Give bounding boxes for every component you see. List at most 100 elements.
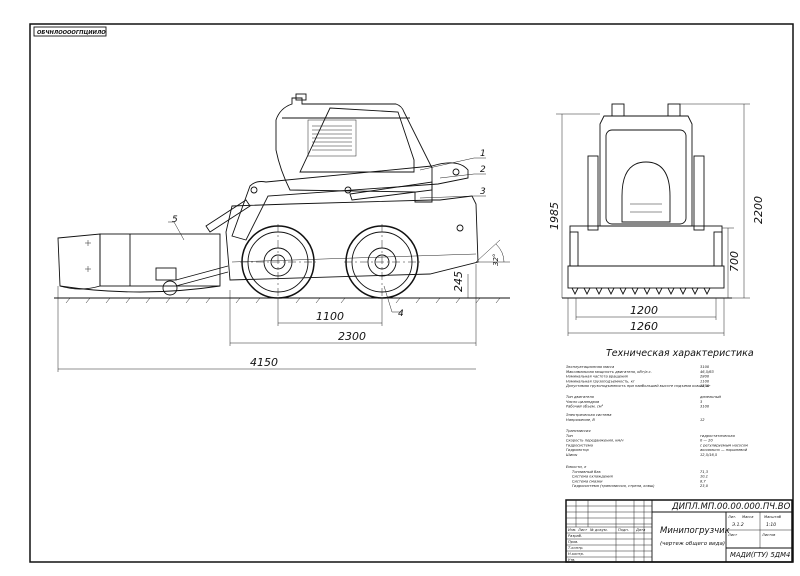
spec-label-13: Гидросистема: [566, 443, 593, 447]
spec-value-19: 8,7: [700, 479, 706, 483]
callout-1: 1: [480, 149, 486, 159]
spec-label-16: Емкости, л: [566, 465, 587, 469]
tb-org: МАДИ(ГТУ) 5ДМ4: [730, 551, 790, 559]
spec-label-9: Напряжение, В: [566, 418, 595, 422]
cab-grille: [307, 119, 357, 157]
lift-cylinder: [349, 181, 433, 201]
tb-l6: Пров.: [568, 540, 578, 544]
spec-value-9: 12: [700, 418, 705, 422]
tb-subtitle: (чертеж общего вида): [660, 541, 725, 547]
tilt-cylinder: [205, 199, 251, 233]
dim-1200: 1200: [630, 304, 658, 317]
stamp-box: [33, 26, 107, 37]
tb-l3: Подп.: [618, 528, 629, 532]
lift-arm: [231, 162, 469, 241]
front-side-right: [713, 231, 723, 267]
dim-245: 245: [452, 271, 465, 292]
spec-label-14: Гидромотор: [566, 448, 590, 452]
side-view: 1 2 3 4 5 32° 245 1100 2300 4150: [54, 93, 510, 372]
front-view: 1985 2200 700 1200 1260: [548, 103, 765, 336]
spec-label-11: Тип: [566, 434, 574, 438]
sheet-frame: [29, 23, 794, 563]
spec-label-18: Система охлаждения: [572, 475, 614, 479]
front-light-right: [667, 103, 681, 117]
spec-value-14: аксиально — поршневой: [700, 448, 748, 452]
tb-scale: 1:10: [766, 522, 776, 528]
spec-value-0: 3100: [700, 365, 710, 369]
spec-label-10: Трансмиссия: [566, 429, 591, 433]
spec-label-7: Рабочий объем, см³: [566, 405, 604, 409]
dim-4150: 4150: [250, 356, 278, 369]
bucket-teeth: [571, 287, 711, 296]
spec-value-12: 0 — 20: [700, 439, 713, 443]
attachment-link: [175, 265, 229, 287]
spec-label-2: Номинальная частота вращения: [566, 375, 629, 379]
tb-stage: Э.1.2: [731, 522, 744, 528]
tb-l4: Дата: [635, 528, 645, 532]
spec-label-6: Число цилиндров: [566, 400, 599, 404]
tb-scale-label: Масштаб: [764, 515, 782, 519]
front-cab: [599, 115, 693, 227]
spec-label-8: Электрическая система: [565, 413, 611, 417]
grille-lines: [312, 125, 352, 151]
spec-label-4: Допустимая грузоподъемность при наибольш…: [565, 384, 711, 388]
spec-label-20: Гидросистема (трансмиссия, стрела, ковш): [572, 484, 655, 488]
front-seat: [621, 161, 671, 223]
tb-sheets: Листов: [761, 533, 775, 537]
tb-l9: Утв.: [568, 558, 576, 562]
cab-window: [299, 107, 415, 173]
spec-value-3: 1100: [700, 379, 710, 383]
spec-value-18: 10,1: [700, 475, 708, 479]
tb-frame: [565, 499, 793, 563]
dim-1985: 1985: [548, 202, 561, 230]
specifications: Техническая характеристика Эксплуатацион…: [565, 348, 754, 488]
angle-label: 32°: [492, 254, 500, 266]
front-side-left: [569, 231, 579, 267]
callout-leaders: [168, 157, 486, 313]
attachment-roller: [162, 280, 178, 296]
callout-2: 2: [480, 165, 486, 175]
ground-hatch: [65, 297, 501, 304]
front-bucket: [567, 265, 725, 289]
tb-l5: Разраб.: [568, 534, 582, 538]
front-wheel: [240, 224, 316, 300]
tb-l7: Т.контр.: [568, 546, 584, 550]
spec-label-15: Шины: [566, 453, 578, 457]
dim-2300: 2300: [338, 330, 366, 343]
spec-label-17: Топливный бак: [572, 470, 602, 474]
front-body: [569, 225, 723, 267]
tb-lit: Лит.: [727, 515, 736, 519]
attachment-motor: [155, 267, 177, 281]
callout-3: 3: [480, 187, 486, 197]
chassis: [225, 195, 479, 281]
arm-pivot-mid: [344, 186, 352, 194]
stamp-text: ОБЧНЛООООГПЦИИЛО: [37, 30, 106, 36]
spec-value-17: 71,3: [700, 470, 709, 474]
spec-value-1: 46,5/63: [700, 370, 714, 374]
callout-4: 4: [398, 309, 404, 319]
tb-code: ДИПЛ.МП.00.00.000.ПЧ.ВО: [671, 502, 791, 512]
tb-l8: Н.контр.: [568, 552, 584, 556]
angle-lines: [475, 239, 510, 263]
rear-wheel: [344, 224, 420, 300]
spec-value-4: 1250: [700, 384, 710, 388]
spec-label-1: Максимальная мощность двигателя, кВт/л.с…: [566, 370, 652, 374]
specs-title: Техническая характеристика: [606, 348, 754, 359]
spec-label-3: Номинальная грузоподъемность, кг: [566, 379, 635, 383]
dim-700: 700: [728, 251, 741, 272]
exhaust-cap: [295, 93, 307, 101]
attachment-brush: [59, 285, 221, 293]
dim-1260: 1260: [630, 320, 658, 333]
spec-value-5: дизельный: [699, 395, 722, 399]
attachment-front: [57, 233, 101, 290]
chassis-hole: [456, 224, 464, 232]
tb-name: Минипогрузчик: [660, 526, 731, 536]
arm-pivot-rear: [452, 168, 460, 176]
spec-label-19: Система смазки: [572, 479, 603, 483]
angle-arc: [495, 243, 505, 263]
front-arm-left: [587, 155, 599, 231]
attachment-marks: [85, 240, 91, 272]
tb-sheet: Лист: [727, 533, 738, 537]
